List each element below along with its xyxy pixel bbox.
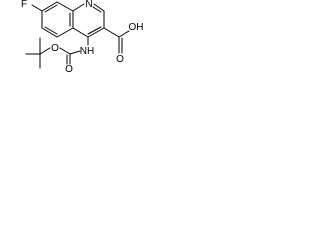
bond-c5-c4a — [56, 27, 74, 38]
carbamate-nh-label: NH — [80, 46, 94, 57]
bond-cooh-c-oh — [118, 30, 130, 38]
bond-c8a-c8 — [56, 1, 74, 12]
bond-c6-c5 — [41, 27, 58, 38]
bonds — [25, 1, 130, 69]
bond-c3-c4-inner — [87, 26, 102, 35]
bond-c3-c4 — [87, 27, 105, 38]
bond-carbamate-c-ether-o — [59, 47, 71, 55]
bond-c6-c5-inner — [44, 26, 58, 35]
ring-nitrogen-label: N — [85, 0, 92, 10]
bond-c4-c4a — [72, 27, 89, 38]
bond-n1-c2-inner — [92, 6, 102, 13]
bond-nh-carbamate-c — [69, 50, 81, 55]
bond-c8a-n1 — [72, 3, 85, 12]
acid-hydroxyl-label: OH — [129, 22, 144, 33]
bond-c6-f — [31, 4, 43, 12]
bond-c8-c7-inner — [44, 4, 58, 13]
chemical-structure: F N NH O O O OH — [21, 0, 144, 75]
fluorine-label: F — [21, 0, 27, 10]
bond-c3-cooh-c — [103, 27, 120, 38]
carbamate-ether-o-label: O — [51, 43, 59, 54]
bond-ether-o-tbu — [39, 47, 51, 55]
atom-labels: F N NH O O O OH — [21, 0, 144, 75]
bond-c8-c7 — [41, 1, 58, 12]
bond-n1-c2 — [93, 3, 105, 12]
acid-carbonyl-o-label: O — [116, 54, 124, 65]
carbamate-carbonyl-o-label: O — [65, 64, 73, 75]
